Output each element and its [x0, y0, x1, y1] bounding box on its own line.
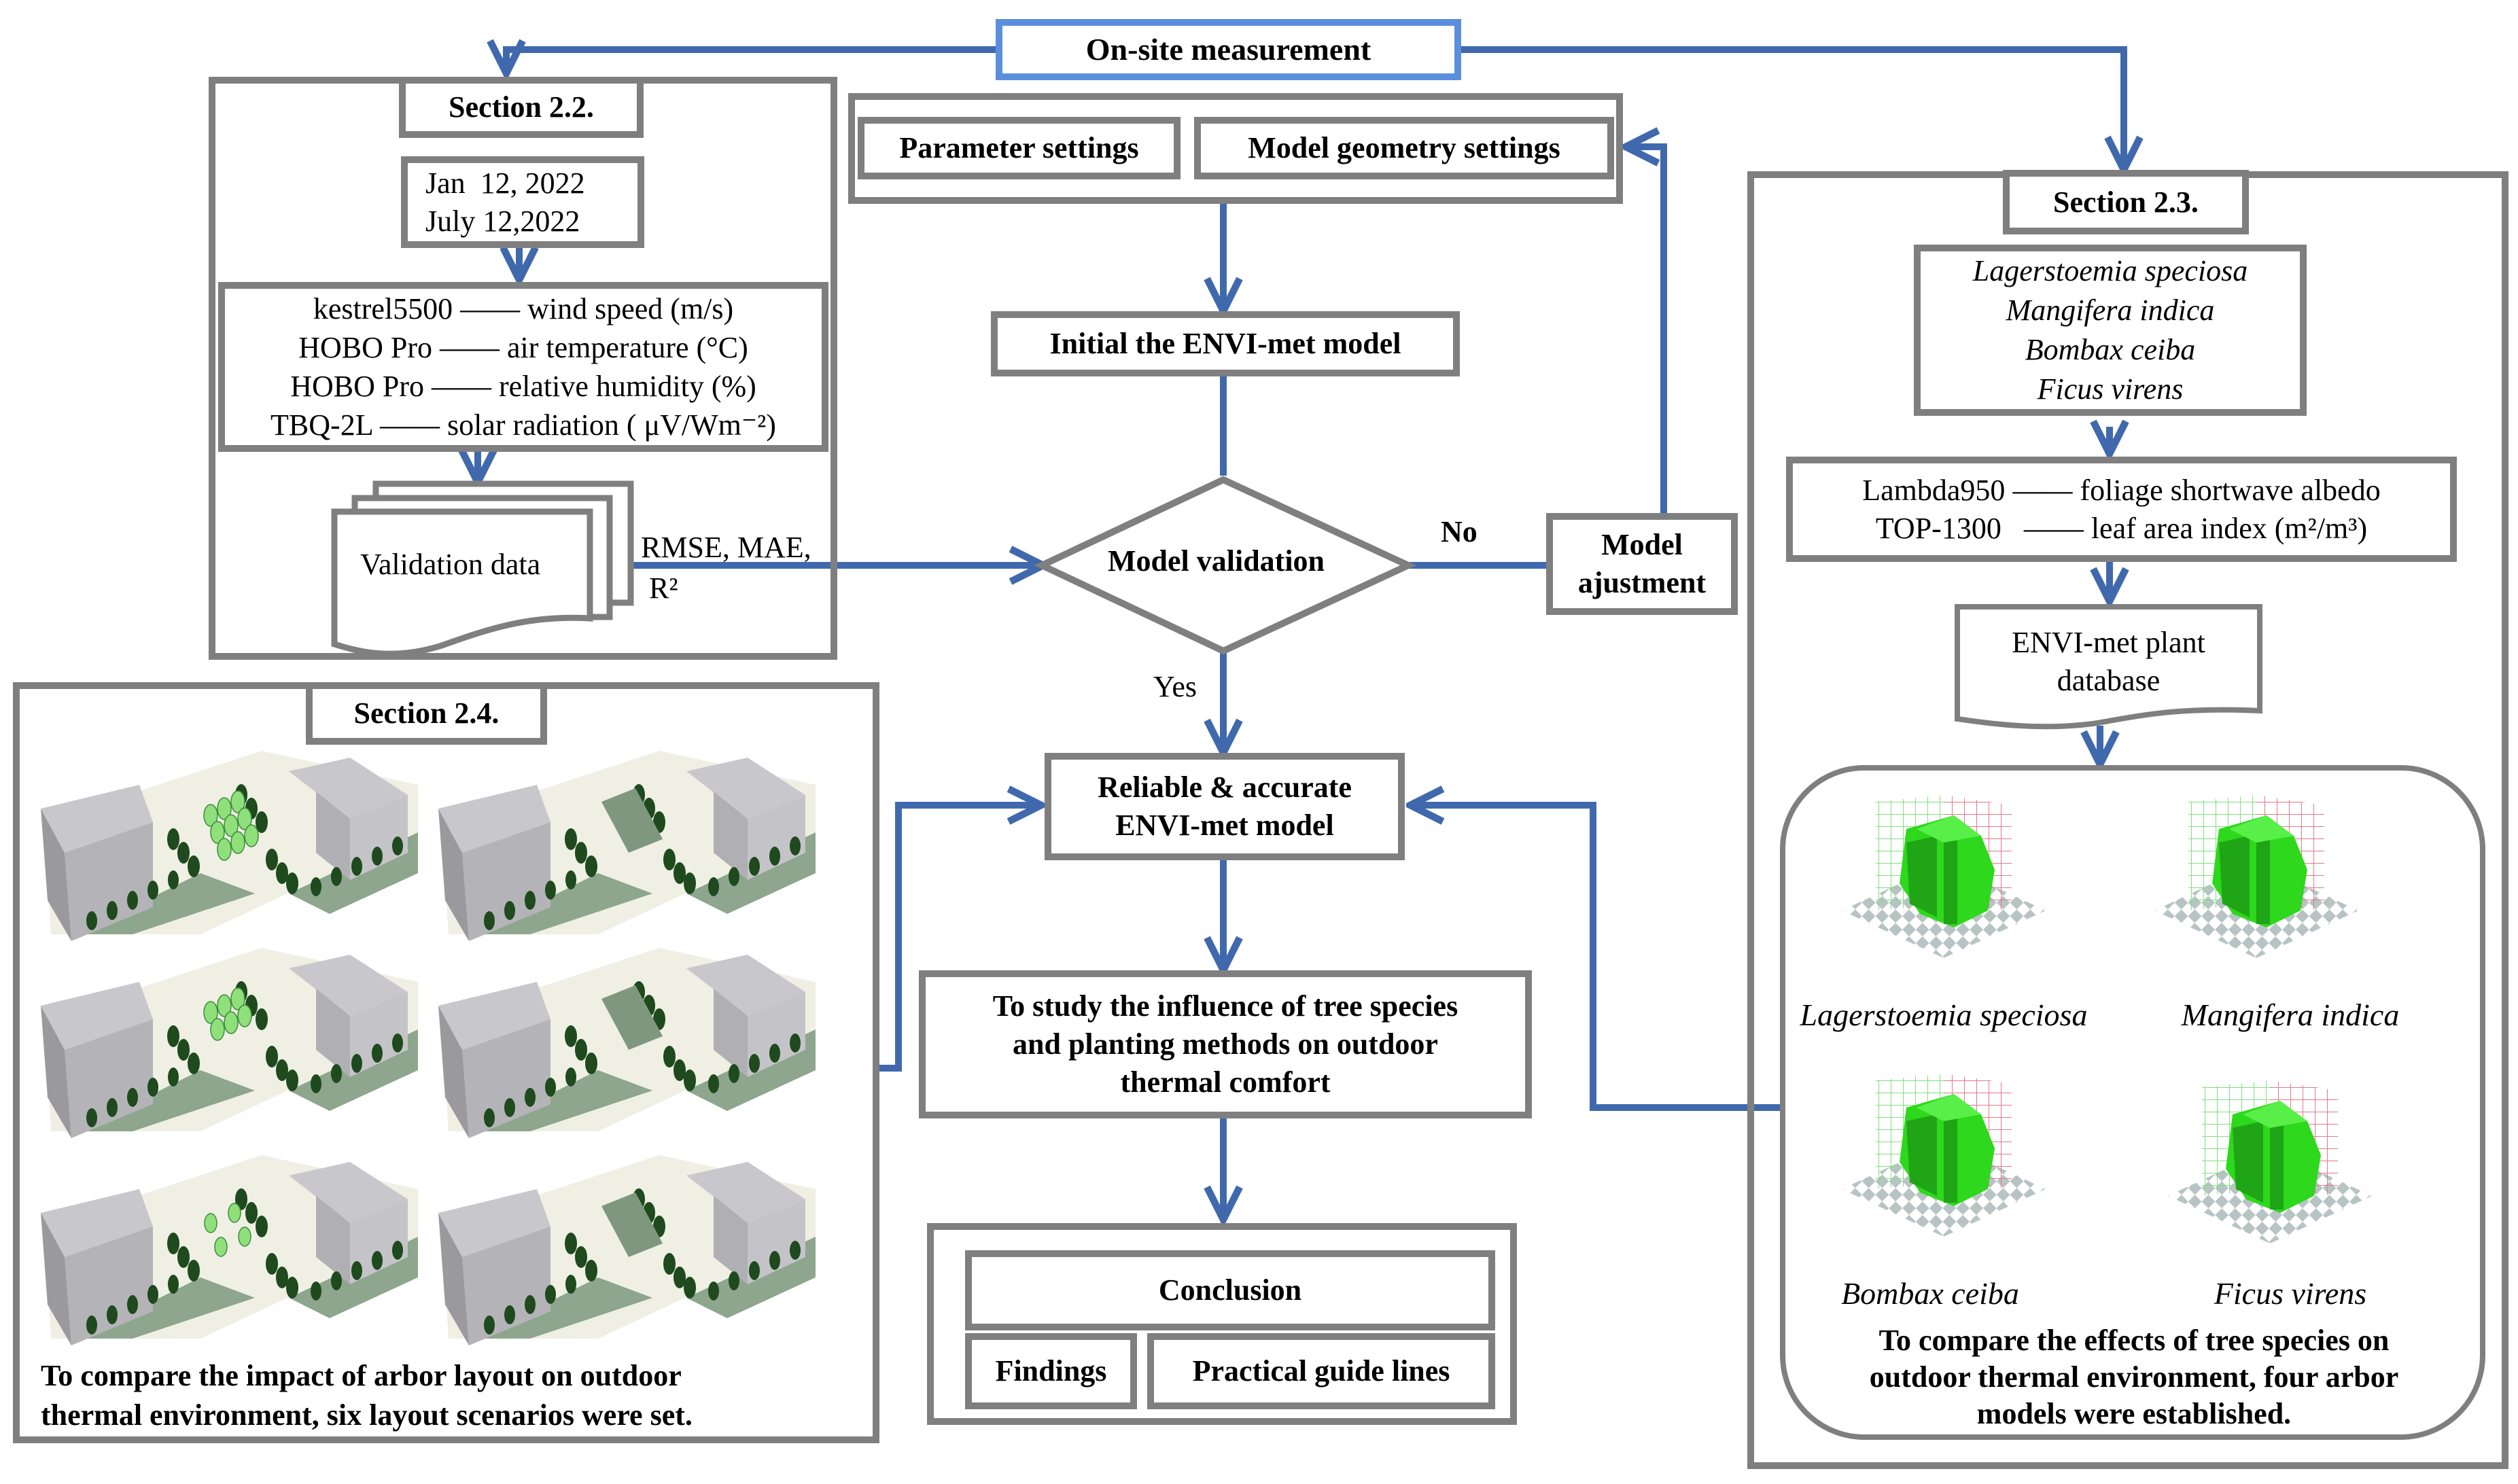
- section24-title-box: Section 2.4.: [306, 682, 547, 745]
- instrument-row: HOBO Pro —— air temperature (°C): [298, 331, 748, 364]
- guidelines-box: Practical guide lines: [1147, 1333, 1495, 1409]
- parameter-settings-box: Parameter settings: [858, 117, 1181, 179]
- plant-database-label: ENVI-met plant database: [2012, 626, 2205, 697]
- section23-caption: To compare the effects of tree species o…: [1869, 1324, 2399, 1430]
- section24-title: Section 2.4.: [353, 696, 500, 730]
- section24-panel: [13, 682, 879, 1443]
- tree-caption-mangifera: Mangifera indica: [2181, 997, 2400, 1032]
- study-objective-line1: To study the influence of tree species: [992, 989, 1458, 1023]
- section23-title: Section 2.3.: [2053, 185, 2199, 219]
- section23-title-box: Section 2.3.: [2003, 170, 2249, 234]
- findings-box: Findings: [965, 1333, 1137, 1409]
- guidelines-label: Practical guide lines: [1192, 1354, 1450, 1388]
- section22-title-box: Section 2.2.: [399, 77, 644, 138]
- study-objective-box: To study the influence of tree species a…: [919, 970, 1532, 1118]
- measurement-dates-box: Jan 12, 2022 July 12,2022: [401, 156, 644, 248]
- model-adjustment-line1: Model: [1601, 528, 1683, 561]
- conclusion-container: [927, 1223, 1517, 1425]
- species-item: Mangifera indica: [2006, 294, 2215, 327]
- arbor-models-panel: [1780, 765, 2485, 1440]
- conclusion-box: Conclusion: [965, 1250, 1495, 1330]
- instrument-row: HOBO Pro —— relative humidity (%): [290, 370, 756, 403]
- species-list-box: Lagerstoemia speciosa Mangifera indica B…: [1914, 245, 2307, 416]
- reliable-model-box: Reliable & accurate ENVI-met model: [1045, 753, 1405, 860]
- species-item: Bombax ceiba: [2025, 333, 2196, 366]
- section24-caption: To compare the impact of arbor layout on…: [41, 1359, 693, 1432]
- study-objective-line3: thermal comfort: [1120, 1065, 1331, 1099]
- tree-caption-bombax: Bombax ceiba: [1841, 1276, 2019, 1311]
- onsite-measurement-box: On-site measurement: [996, 19, 1461, 80]
- initial-model-box: Initial the ENVI-met model: [991, 311, 1460, 376]
- instruments-box: kestrel5500 —— wind speed (m/s) HOBO Pro…: [218, 282, 828, 452]
- species-item: Lagerstoemia speciosa: [1972, 254, 2248, 287]
- tree-caption-lagerstoemia: Lagerstoemia speciosa: [1800, 997, 2088, 1032]
- validation-metrics-label-line1: RMSE, MAE,: [641, 531, 811, 564]
- instrument-row: TBQ-2L —— solar radiation ( μV/Wm⁻²): [270, 408, 776, 442]
- arrow-onsite-to-section23: [1461, 46, 2124, 170]
- yes-branch-label: Yes: [1153, 670, 1197, 703]
- geometry-settings-label: Model geometry settings: [1248, 131, 1560, 164]
- reliable-model-line2: ENVI-met model: [1115, 809, 1334, 842]
- geometry-settings-box: Model geometry settings: [1194, 117, 1614, 179]
- model-validation-decision: [1034, 476, 1416, 655]
- parameter-settings-label: Parameter settings: [899, 131, 1139, 164]
- study-objective-line2: and planting methods on outdoor: [1013, 1027, 1438, 1061]
- model-adjustment-box: Model ajustment: [1546, 513, 1738, 615]
- settings-container: [848, 93, 1623, 204]
- findings-label: Findings: [995, 1354, 1107, 1388]
- leaf-instrument-row: Lambda950 —— foliage shortwave albedo: [1862, 473, 2381, 507]
- model-validation-label: Model validation: [1108, 544, 1325, 578]
- model-adjustment-line2: ajustment: [1577, 566, 1707, 599]
- arrow-adjustment-to-geometry: [1626, 147, 1667, 515]
- arrow-section24-to-reliable: [877, 805, 1041, 1072]
- species-item: Ficus virens: [2037, 372, 2184, 406]
- measurement-date-summer: July 12,2022: [425, 204, 580, 238]
- section22-title: Section 2.2.: [449, 90, 594, 124]
- arrow-onsite-to-section22: [506, 50, 996, 73]
- measurement-date-winter: Jan 12, 2022: [425, 166, 585, 200]
- conclusion-label: Conclusion: [1158, 1273, 1302, 1307]
- validation-data-document-stack: [331, 480, 634, 657]
- leaf-instruments-box: Lambda950 —— foliage shortwave albedo TO…: [1786, 457, 2457, 562]
- validation-data-label: Validation data: [360, 548, 541, 581]
- reliable-model-line1: Reliable & accurate: [1098, 771, 1352, 804]
- instrument-row: kestrel5500 —— wind speed (m/s): [313, 292, 734, 325]
- plant-database-document: [1955, 604, 2262, 730]
- onsite-measurement-label: On-site measurement: [1085, 32, 1371, 67]
- initial-model-label: Initial the ENVI-met model: [1049, 327, 1401, 360]
- leaf-instrument-row: TOP-1300 —— leaf area index (m²/m³): [1875, 511, 2368, 545]
- arrow-section23-to-reliable: [1410, 805, 1783, 1111]
- tree-caption-ficus: Ficus virens: [2214, 1276, 2367, 1311]
- no-branch-label: No: [1441, 515, 1477, 548]
- validation-metrics-label-line2: R²: [649, 571, 678, 605]
